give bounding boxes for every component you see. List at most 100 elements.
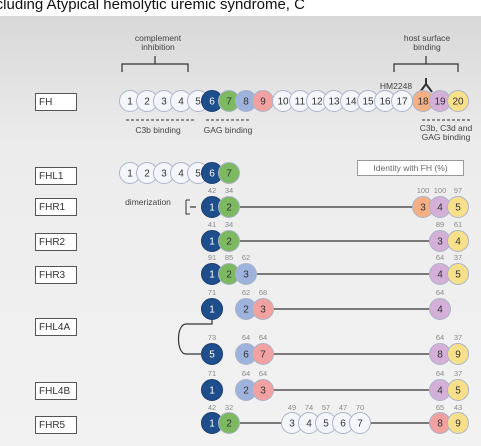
fhr2-domain-label: 3 xyxy=(437,237,443,248)
antibody-icon xyxy=(419,78,433,93)
fhl4b-domain-label: 1 xyxy=(209,386,215,397)
fhr3-domain xyxy=(235,263,257,285)
fhr1-dimer-bracket xyxy=(185,199,190,215)
fhr3-domain xyxy=(447,263,469,285)
label-fhr3: FHR3 xyxy=(35,266,77,284)
fhr5-identity: 70 xyxy=(356,403,364,412)
fh-domain-label: 16 xyxy=(379,97,391,108)
fhl4a-bottom-identity: 64 xyxy=(259,333,267,342)
fhr1-identity: 34 xyxy=(225,186,233,195)
fhl4a-loop xyxy=(177,320,213,355)
fhl4b-domain xyxy=(252,379,274,401)
fh-domain-label: 11 xyxy=(295,97,306,108)
fhr2-domain-label: 4 xyxy=(455,237,461,248)
fh-domain-label: 12 xyxy=(311,97,323,108)
label-fhl1: FHL1 xyxy=(35,167,77,185)
complement-inhibition-label: complement inhibition xyxy=(134,33,182,52)
c3b-c3d-gag-label: C3b, C3d and GAG binding xyxy=(419,123,473,142)
fhr5-identity: 74 xyxy=(305,403,313,412)
identity-legend: Identity with FH (%) xyxy=(357,160,464,176)
fhr3-domain-label: 4 xyxy=(437,270,443,281)
label-fhr1: FHR1 xyxy=(35,198,77,216)
fhr5-domain-label: 7 xyxy=(357,419,363,430)
fhl4a-bottom-domain-label: 6 xyxy=(243,350,249,361)
fhr5-domain-label: 9 xyxy=(455,419,461,430)
fh-domain xyxy=(447,90,469,112)
fhr5-domain-label: 1 xyxy=(209,419,215,430)
fhl1-domain-label: 6 xyxy=(209,169,215,180)
fhr2-domain-label: 1 xyxy=(209,237,215,248)
fh-domain-label: 5 xyxy=(195,97,201,108)
fhr5-identity: 42 xyxy=(208,403,216,412)
fhl1-domain-label: 2 xyxy=(144,169,150,180)
fhr1-domain xyxy=(218,196,240,218)
fhr1-identity: 100 xyxy=(417,186,430,195)
background xyxy=(0,16,481,446)
fhl4a-bottom-domain xyxy=(447,343,469,365)
fh-domain-label: 13 xyxy=(328,97,340,108)
fhl1-domain-label: 5 xyxy=(195,169,201,180)
fhr5-identity: 57 xyxy=(322,403,330,412)
fhr2-identity: 89 xyxy=(436,220,444,229)
fh-domain-label: 7 xyxy=(226,97,232,108)
fhr5-domain-label: 6 xyxy=(340,419,346,430)
fhl4b-identity: 64 xyxy=(259,369,267,378)
label-fhl4b: FHL4B xyxy=(35,382,77,400)
c3b-binding-label: C3b binding xyxy=(135,125,181,135)
fhl4a-top-domain xyxy=(252,298,274,320)
label-fhl4a: FHL4A xyxy=(35,318,77,336)
fhr1-identity: 42 xyxy=(208,186,216,195)
fhr5-identity: 47 xyxy=(339,403,347,412)
fh-domain-label: 10 xyxy=(277,97,289,108)
fhl4a-top-identity: 62 xyxy=(242,288,250,297)
fhr5-identity: 43 xyxy=(454,403,462,412)
fhl4b-domain-label: 4 xyxy=(437,386,443,397)
fhr3-domain-label: 1 xyxy=(209,270,215,281)
fhr5-domain-label: 2 xyxy=(226,419,232,430)
fh-domain-label: 2 xyxy=(144,97,150,108)
fhl4b-identity: 71 xyxy=(208,369,216,378)
fh-domain-label: 4 xyxy=(178,97,184,108)
fh-domain-label: 20 xyxy=(452,97,464,108)
fh-domain-label: 6 xyxy=(209,97,215,108)
fhl4a-bottom-domain-label: 7 xyxy=(260,350,266,361)
fhr1-domain-label: 2 xyxy=(226,203,232,214)
fhr3-identity: 62 xyxy=(242,253,250,262)
fhr2-identity: 41 xyxy=(208,220,216,229)
fh-domain-label: 3 xyxy=(161,97,167,108)
label-fh: FH xyxy=(35,93,77,111)
fhr3-identity: 91 xyxy=(208,253,216,262)
fhl1-domain-label: 4 xyxy=(178,169,184,180)
fhl1-domain-label: 1 xyxy=(127,169,133,180)
fhr2-domain-label: 2 xyxy=(226,237,232,248)
fhl4b-domain xyxy=(447,379,469,401)
fhl4a-top-domain-label: 2 xyxy=(243,305,249,316)
fhr5-domain-label: 4 xyxy=(306,419,312,430)
fhr5-domain xyxy=(447,412,469,434)
fhl4a-bottom-domain-label: 9 xyxy=(455,350,461,361)
fh-domain-label: 9 xyxy=(260,97,266,108)
fhl4a-bottom-identity: 64 xyxy=(436,333,444,342)
fhr3-domain-label: 5 xyxy=(455,270,461,281)
fh-domain-label: 19 xyxy=(434,97,446,108)
fh-domain-label: 8 xyxy=(243,97,249,108)
fhl4a-bottom-identity: 73 xyxy=(208,333,216,342)
fhl4a-top-identity: 71 xyxy=(208,288,216,297)
fhl4b-identity: 37 xyxy=(454,369,462,378)
fhl4b-identity: 64 xyxy=(436,369,444,378)
fh-domain-label: 14 xyxy=(345,97,357,108)
fhr2-domain xyxy=(218,230,240,252)
fhl4b-domain xyxy=(201,379,223,401)
fhr3-identity: 85 xyxy=(225,253,233,262)
fhl4a-top-domain-label: 4 xyxy=(437,305,443,316)
fhl4a-top-domain xyxy=(201,298,223,320)
fhr5-domain-label: 5 xyxy=(323,419,329,430)
hm2248-label: HM2248 xyxy=(379,81,413,91)
fhr2-identity: 34 xyxy=(225,220,233,229)
fhl4b-domain-label: 5 xyxy=(455,386,461,397)
fhl4a-top-domain-label: 1 xyxy=(209,305,215,316)
fhr1-domain-label: 4 xyxy=(437,203,443,214)
fhl4a-top-identity: 68 xyxy=(259,288,267,297)
fhl4b-domain-label: 2 xyxy=(243,386,249,397)
host-binding-bracket xyxy=(393,56,459,72)
